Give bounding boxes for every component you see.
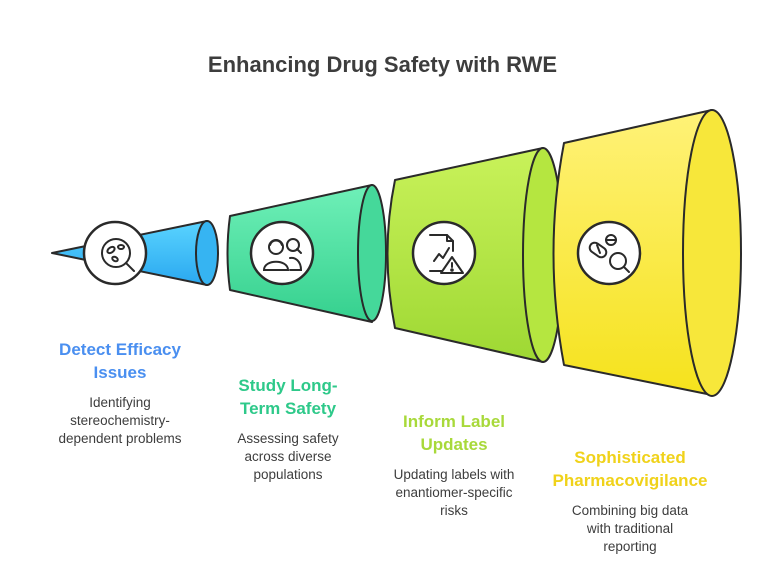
stage-3-label: Inform Label Updates Updating labels wit… [354, 410, 554, 520]
stage-2-label: Study Long- Term Safety Assessing safety… [188, 374, 388, 484]
stage-4-label: Sophisticated Pharmacovigilance Combinin… [520, 446, 740, 556]
capsule-search-icon [576, 220, 642, 286]
people-search-icon [249, 220, 315, 286]
pills-magnifier-icon [82, 220, 148, 286]
stage-3-heading: Inform Label Updates [402, 412, 505, 454]
stage-2-heading: Study Long- Term Safety [238, 376, 338, 418]
stage-2-description: Assessing safety across diverse populati… [237, 431, 339, 482]
document-warning-icon [411, 220, 477, 286]
stage-4-description: Combining big data with traditional repo… [571, 503, 689, 554]
stage-1-heading: Detect Efficacy Issues [59, 340, 181, 382]
stage-1-label: Detect Efficacy Issues Identifying stere… [20, 338, 220, 448]
stage-1-description: Identifying stereochemistry- dependent p… [58, 395, 182, 446]
diagram-title: Enhancing Drug Safety with RWE [207, 52, 558, 77]
stage-4-heading: Sophisticated Pharmacovigilance [552, 448, 708, 490]
stage-3-description: Updating labels with enantiomer-specific… [393, 467, 515, 518]
